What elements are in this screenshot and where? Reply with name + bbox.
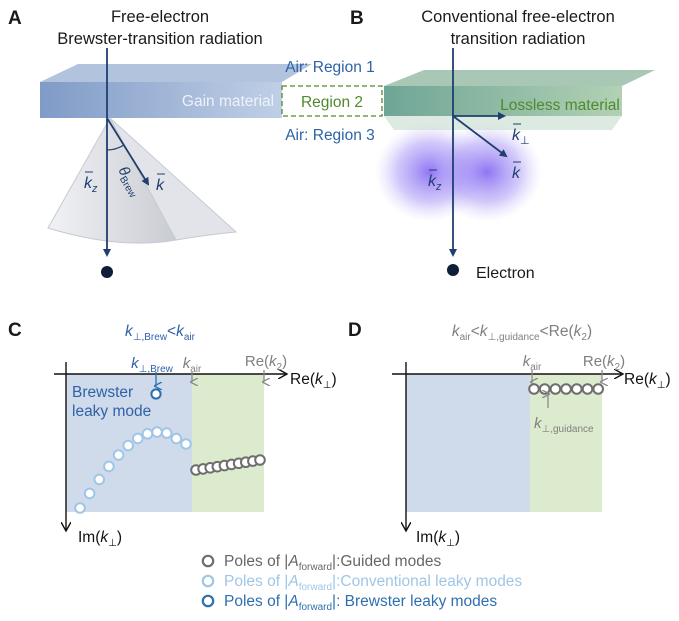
kperp-brew-label: k⊥,Brew	[131, 355, 174, 375]
poles-d	[528, 383, 605, 395]
conventional-leaky-pole	[83, 487, 96, 500]
radiation-cone-side	[109, 117, 238, 241]
legend-label: Poles of |Aforward|:Guided modes	[224, 553, 441, 573]
legend-marker	[201, 554, 215, 568]
lossless-slab	[384, 86, 622, 116]
conventional-leaky-pole	[74, 502, 86, 514]
guided-pole	[592, 383, 605, 395]
kz-label-a: kz	[84, 175, 98, 195]
guided-pole	[560, 383, 572, 395]
region2-box	[281, 85, 383, 117]
panel-b-letter: B	[350, 8, 364, 29]
panel-a: A Free-electron Brewster-transition radi…	[8, 8, 312, 278]
panel-a-letter: A	[8, 8, 22, 29]
axis-d-x-label: Re(k⊥)	[624, 371, 671, 391]
axis-c-x-label: Re(k⊥)	[290, 371, 337, 391]
poles-c	[74, 426, 266, 514]
panel-a-title-line2: Brewster-transition radiation	[57, 30, 262, 48]
theta-arc	[106, 144, 125, 151]
panel-d-condition: kair<k⊥,guidance<Re(k2)	[452, 323, 592, 343]
panel-c: C k⊥,Brew<kair Re(k⊥) Im(k⊥) k⊥,Brew kai…	[8, 320, 337, 549]
legend-label: Poles of |Aforward|: Brewster leaky mode…	[224, 593, 497, 613]
k-label-a: k	[156, 177, 165, 194]
guided-pole	[254, 454, 266, 466]
kz-label-b: kz	[428, 173, 442, 193]
region-labels: Air: Region 1 Region 2 Air: Region 3	[281, 59, 383, 144]
region2-label: Region 2	[301, 94, 363, 111]
axis-d-y-label: Im(k⊥)	[416, 529, 460, 549]
radiation-glow-right	[432, 122, 542, 222]
gain-slab	[40, 82, 282, 118]
k-arrow-a	[106, 117, 150, 186]
panel-b-title-line2: transition radiation	[451, 30, 586, 48]
kair-label-d: kair	[523, 353, 542, 373]
guided-pole	[528, 383, 540, 395]
kguid-label: k⊥,guidance	[534, 415, 594, 435]
guided-pole	[538, 383, 551, 395]
panel-a-title-line1: Free-electron	[111, 8, 209, 26]
legend-marker	[201, 574, 215, 588]
guided-pole	[581, 383, 594, 395]
axis-c-y-label: Im(k⊥)	[78, 529, 122, 549]
legend-label: Poles of |Aforward|:Conventional leaky m…	[224, 573, 522, 593]
electron-dot-a	[101, 266, 113, 278]
panel-d-letter: D	[348, 320, 362, 341]
gain-slab-label: Gain material	[182, 93, 274, 110]
conventional-leaky-pole	[112, 449, 125, 461]
electron-label: Electron	[476, 265, 535, 282]
kair-label-c: kair	[183, 355, 202, 375]
rek2-label-d: Re(k2)	[583, 353, 625, 373]
panel-c-condition: k⊥,Brew<kair	[125, 323, 196, 343]
kperp-label: k⊥	[512, 127, 530, 147]
lossless-slab-bottom	[384, 116, 622, 130]
conventional-leaky-pole	[122, 439, 134, 452]
region-d-blue	[406, 374, 530, 512]
conventional-leaky-pole	[93, 473, 106, 486]
guided-pole	[571, 383, 583, 395]
panel-d: D kair<k⊥,guidance<Re(k2) Re(k⊥) Im(k⊥) …	[348, 320, 671, 549]
legend-marker	[201, 594, 215, 608]
conventional-leaky-pole	[160, 427, 173, 439]
electron-dot-b	[447, 264, 459, 276]
panel-b-title-line1: Conventional free-electron	[421, 8, 615, 26]
panel-b: B Conventional free-electron transition …	[350, 8, 655, 282]
conventional-leaky-pole	[141, 428, 154, 440]
brewster-leaky-label-line2: leaky mode	[72, 403, 151, 420]
conventional-leaky-pole	[170, 432, 183, 445]
gain-slab-top	[40, 64, 312, 82]
region-c-green	[192, 374, 264, 512]
conventional-leaky-pole	[103, 460, 115, 473]
region3-label: Air: Region 3	[285, 127, 375, 144]
rek2-label-c: Re(k2)	[245, 353, 287, 373]
conventional-leaky-pole	[132, 432, 144, 445]
conventional-leaky-pole	[151, 426, 163, 438]
brewster-leaky-label-line1: Brewster	[72, 384, 133, 401]
guided-pole	[549, 383, 562, 395]
k-label-b: k	[512, 165, 521, 182]
brewster-leaky-pole	[150, 388, 162, 400]
radiation-cone	[47, 116, 177, 244]
lossless-slab-top	[384, 70, 655, 86]
region1-label: Air: Region 1	[285, 59, 375, 76]
k-arrow-b	[452, 115, 508, 158]
panel-c-letter: C	[8, 320, 22, 341]
conventional-leaky-pole	[180, 438, 192, 450]
lossless-slab-label: Lossless material	[500, 97, 620, 114]
